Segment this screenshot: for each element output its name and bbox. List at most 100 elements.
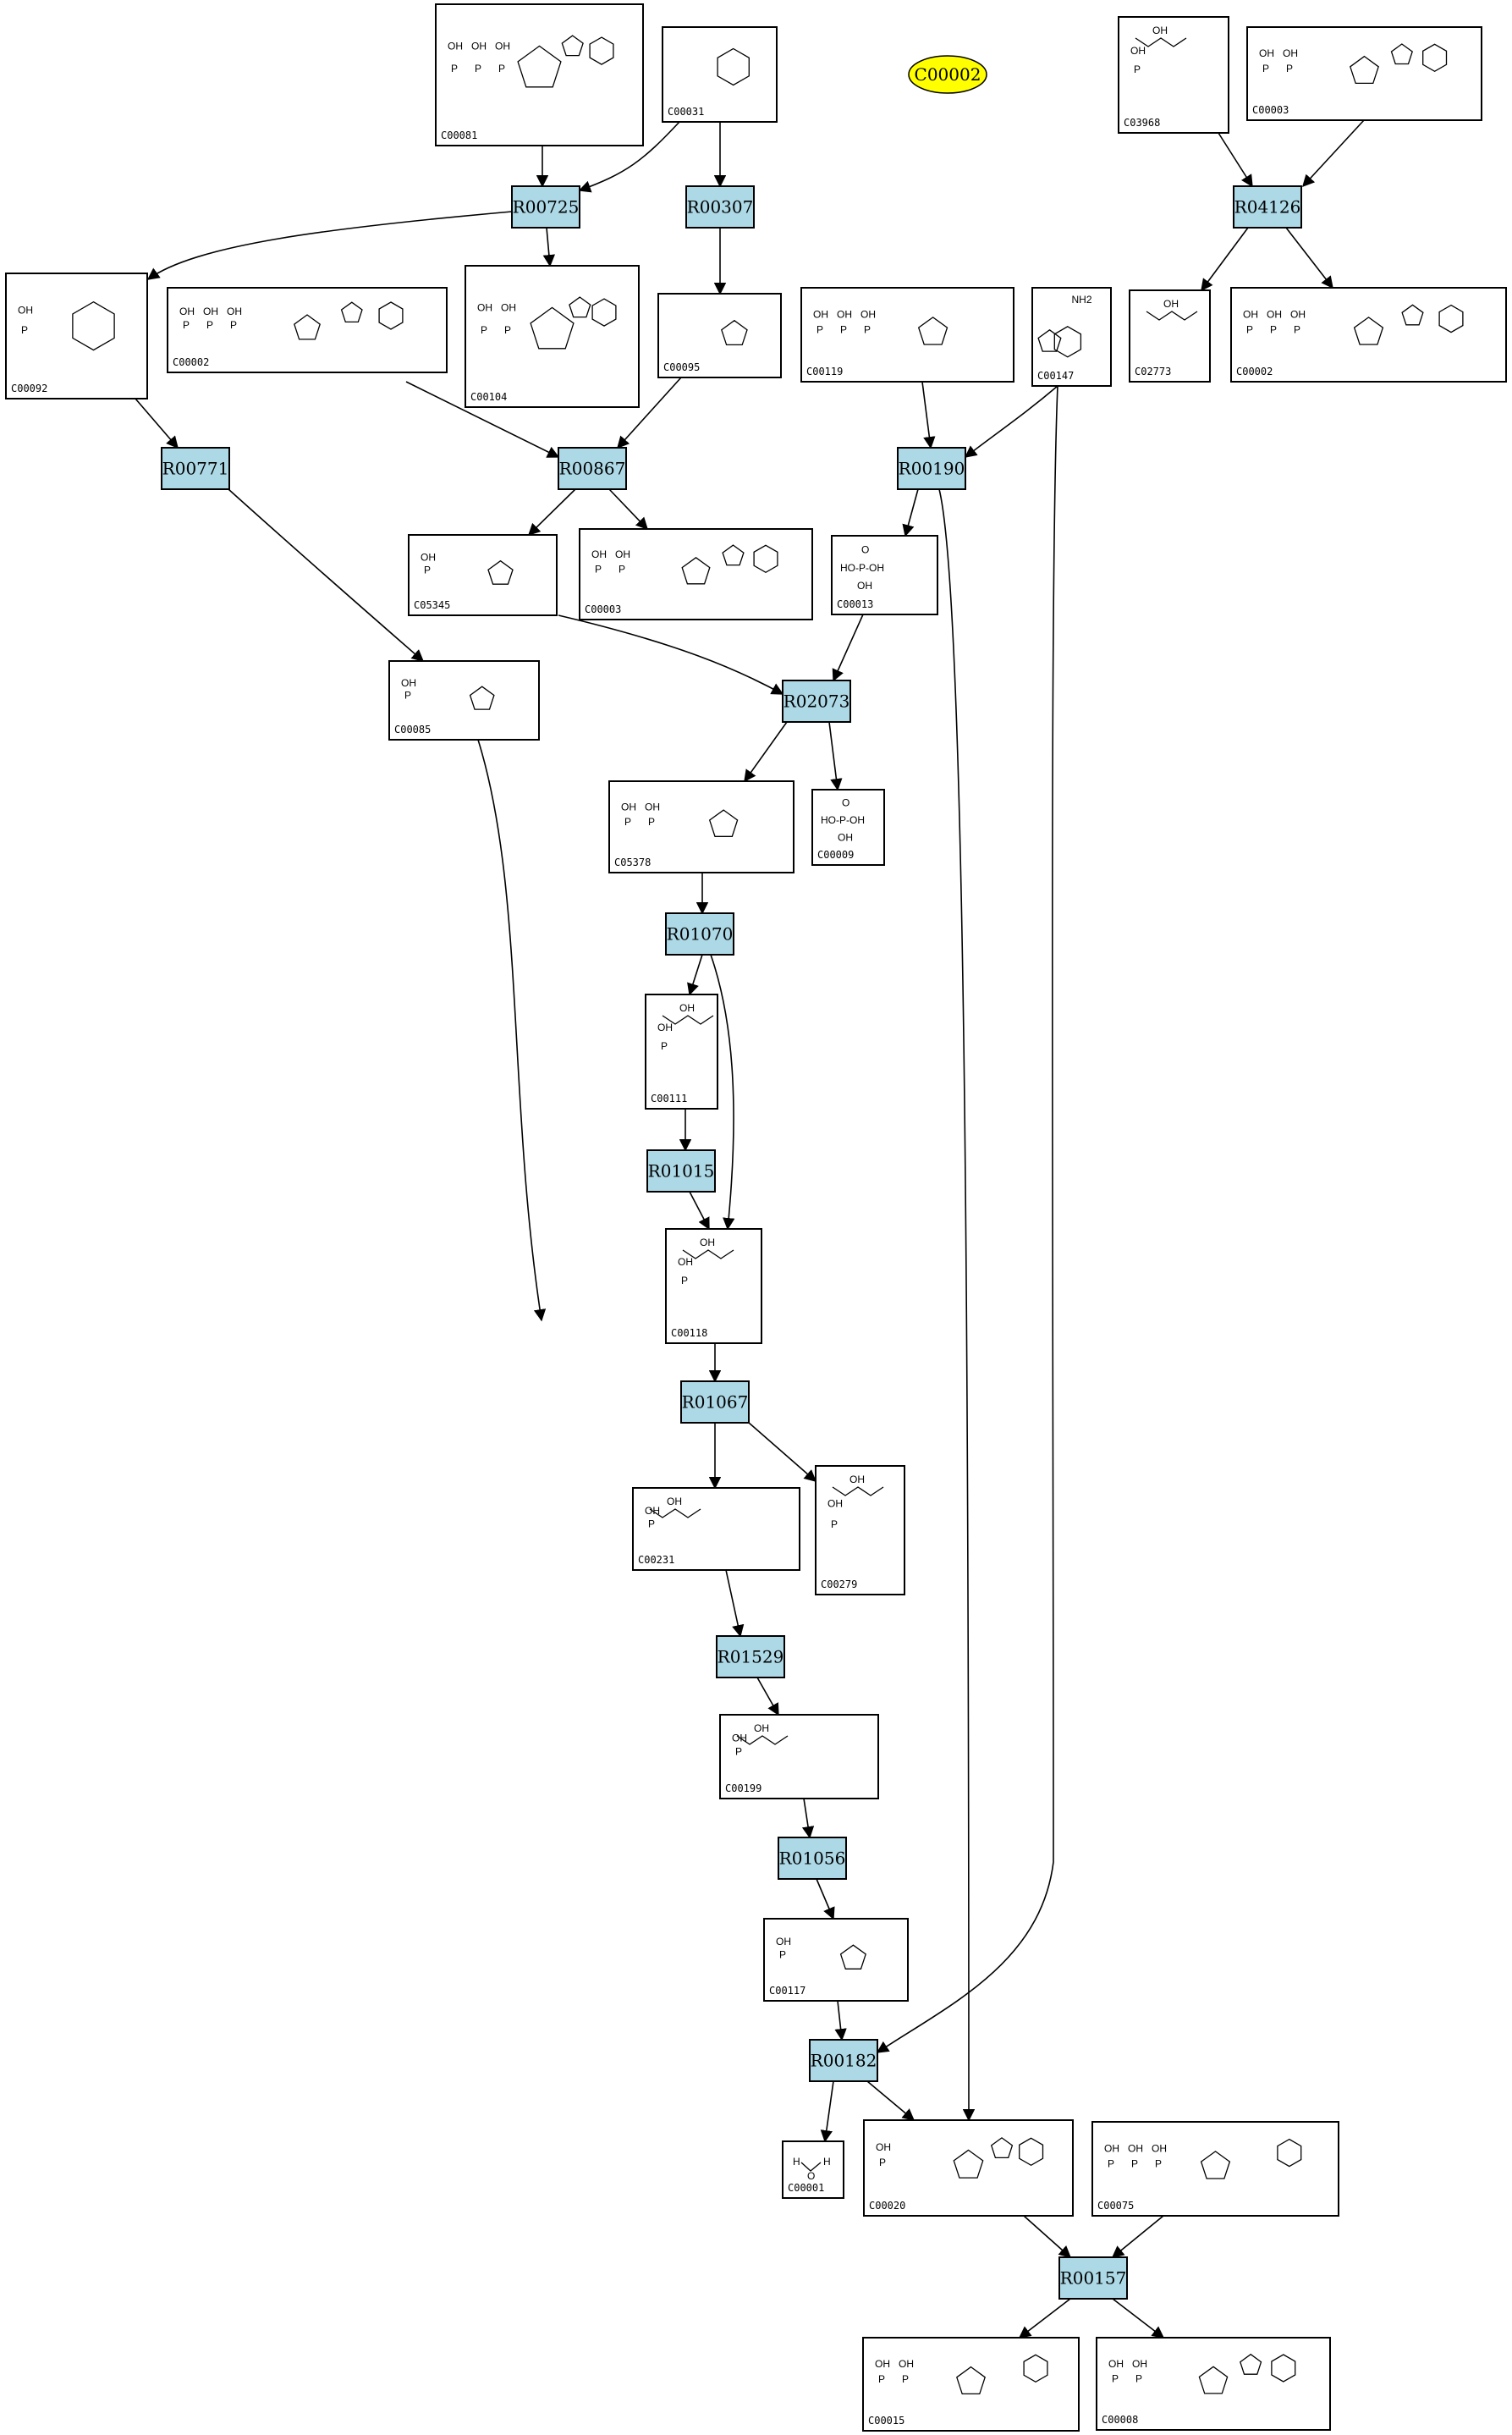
reaction-node[interactable]: R01015	[646, 1149, 716, 1193]
reaction-node[interactable]: R01529	[716, 1635, 785, 1678]
compound-box[interactable]	[608, 780, 794, 873]
reaction-box[interactable]	[511, 185, 580, 229]
compound-id: C00015	[868, 2415, 904, 2427]
reaction-box[interactable]	[161, 447, 230, 490]
compound-box[interactable]	[645, 994, 718, 1110]
compound-box[interactable]	[763, 1918, 909, 2002]
structure-bond	[1422, 43, 1448, 73]
compound-box[interactable]	[811, 789, 885, 866]
reaction-node[interactable]: R01067	[680, 1380, 750, 1424]
reaction-box[interactable]	[680, 1380, 750, 1424]
compound-node[interactable]: C00031	[662, 26, 778, 123]
compound-box[interactable]	[862, 2337, 1080, 2432]
reaction-node[interactable]: R00867	[558, 447, 627, 490]
compound-box[interactable]	[435, 3, 644, 146]
reaction-label: R00307	[687, 197, 754, 218]
reaction-box[interactable]	[782, 680, 851, 723]
compound-box[interactable]	[1118, 16, 1229, 134]
reaction-node[interactable]: R02073	[782, 680, 851, 723]
compound-id: C00003	[1252, 104, 1289, 116]
reaction-box[interactable]	[665, 912, 734, 956]
reaction-box[interactable]	[778, 1837, 847, 1880]
compound-box[interactable]	[662, 26, 778, 123]
edge-arrow	[687, 954, 703, 996]
compound-box[interactable]	[1246, 26, 1482, 121]
reaction-node[interactable]: R01070	[665, 912, 734, 956]
compound-box[interactable]	[579, 528, 813, 620]
compound-box[interactable]	[388, 660, 540, 741]
reaction-node[interactable]: R04126	[1233, 185, 1302, 229]
reaction-box[interactable]	[1233, 185, 1302, 229]
edge-arrow	[801, 1798, 815, 1839]
reaction-node[interactable]: R00190	[897, 447, 966, 490]
compound-box[interactable]	[167, 287, 448, 373]
reaction-node[interactable]: R00725	[511, 185, 580, 229]
compound-box[interactable]	[719, 1714, 879, 1799]
compound-node[interactable]: C00095	[657, 293, 782, 378]
compound-box[interactable]	[1129, 289, 1211, 383]
reaction-node[interactable]: R00771	[161, 447, 230, 490]
highlight-ellipse[interactable]	[908, 55, 987, 94]
compound-box[interactable]	[632, 1487, 800, 1571]
structure-atom: P	[1294, 323, 1300, 335]
structure-bond	[753, 544, 778, 574]
reaction-node[interactable]: R00307	[685, 185, 755, 229]
compound-box[interactable]	[782, 2140, 844, 2199]
reaction-box[interactable]	[646, 1149, 716, 1193]
reaction-box[interactable]	[1058, 2256, 1128, 2300]
compound-box[interactable]	[815, 1465, 905, 1595]
reaction-box[interactable]	[685, 185, 755, 229]
compound-box[interactable]	[863, 2119, 1074, 2217]
compound-box[interactable]	[465, 265, 640, 408]
compound-box[interactable]	[657, 293, 782, 378]
reaction-box[interactable]	[809, 2039, 878, 2082]
reaction-box[interactable]	[716, 1635, 785, 1678]
reaction-node[interactable]: R00182	[809, 2039, 878, 2082]
compound-box[interactable]	[800, 287, 1014, 383]
compound-box[interactable]	[5, 273, 148, 399]
compound-box[interactable]	[665, 1228, 762, 1344]
reaction-box[interactable]	[897, 447, 966, 490]
compound-box[interactable]	[1096, 2337, 1331, 2431]
reaction-node[interactable]: R00157	[1058, 2256, 1128, 2300]
compound-box[interactable]	[831, 535, 938, 615]
compound-box[interactable]	[1031, 287, 1112, 387]
compound-box[interactable]	[1230, 287, 1507, 383]
structure-atom: OH	[1290, 309, 1306, 321]
structure-atom: OH	[875, 2358, 890, 2370]
reaction-node[interactable]: R01056	[778, 1837, 847, 1880]
compound-box[interactable]	[1091, 2121, 1339, 2217]
reaction-box[interactable]	[558, 447, 627, 490]
compound-id: C00085	[394, 724, 431, 735]
compound-box[interactable]	[408, 534, 558, 616]
highlight-node[interactable]: C00002	[908, 55, 987, 94]
structure-atom: P	[624, 816, 631, 828]
